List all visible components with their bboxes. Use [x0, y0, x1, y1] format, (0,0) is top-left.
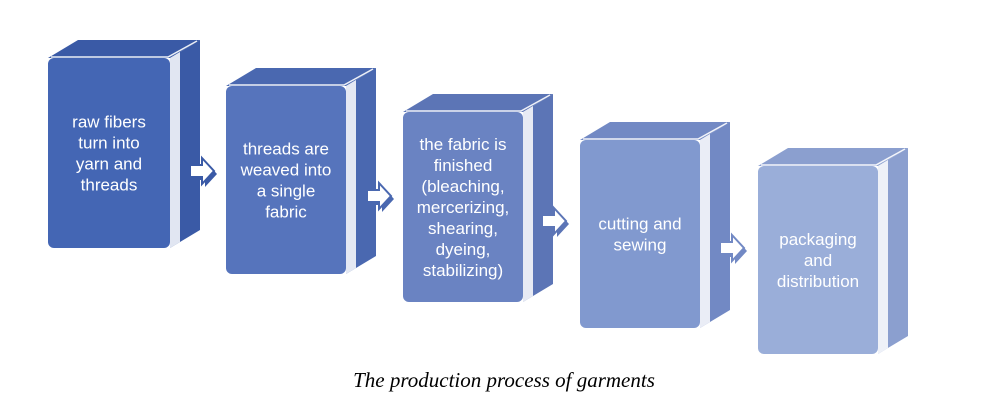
step-text-line: mercerizing, [417, 198, 510, 217]
step-text-line: a single [257, 182, 316, 201]
step-text-line: threads are [243, 140, 329, 159]
right-arrow-icon [541, 205, 569, 237]
step-text-line: cutting and [598, 215, 681, 234]
box-front-face [403, 112, 523, 302]
box-edge-highlight [761, 148, 906, 166]
box-top-face [48, 40, 200, 58]
box-top-face [403, 94, 553, 112]
step-text-line: distribution [777, 272, 859, 291]
process-step-2: threads are weaved into a single fabric [226, 68, 376, 274]
box-bevel-strip [700, 134, 710, 328]
right-arrow-icon [189, 155, 217, 187]
step-text-line: raw fibers [72, 113, 146, 132]
box-bevel-strip [523, 106, 533, 302]
process-step-4: cutting and sewing [580, 122, 730, 328]
process-step-3: the fabric is finished (bleaching, merceriz… [403, 94, 553, 302]
process-step-5: packaging and distribution [758, 148, 908, 354]
box-bevel-strip [346, 80, 356, 274]
box-front-face [580, 140, 700, 328]
box-front-face [226, 86, 346, 274]
step-text-line: dyeing, [436, 240, 491, 259]
arrow-body [366, 180, 393, 212]
arrow-body [189, 155, 216, 187]
box-edge-highlight [51, 40, 198, 58]
step-text-line: the fabric is [420, 135, 507, 154]
box-bevel-strip [170, 52, 180, 248]
right-arrow-icon [719, 232, 747, 264]
step-text-line: turn into [78, 134, 139, 153]
arrow-body [541, 205, 568, 237]
box-top-face [226, 68, 376, 86]
step-text-line: (bleaching, [421, 177, 504, 196]
box-front-face [758, 166, 878, 354]
box-top-face [580, 122, 730, 140]
box-edge-highlight [406, 94, 551, 112]
step-text-line: fabric [265, 203, 307, 222]
step-text-line: shearing, [428, 219, 498, 238]
step-text-line: finished [434, 156, 493, 175]
step-text-line: stabilizing) [423, 261, 503, 280]
box-front-face [48, 58, 170, 248]
step-text-line: threads [81, 176, 138, 195]
step-text-line: yarn and [76, 155, 142, 174]
process-step-1: raw fibers turn into yarn and threads [48, 40, 200, 248]
step-text-line: and [804, 251, 832, 270]
step-text-line: packaging [779, 230, 857, 249]
right-arrow-icon [366, 180, 394, 212]
step-text-line: sewing [614, 236, 667, 255]
box-edge-highlight [229, 68, 374, 86]
box-bevel-strip [878, 160, 888, 354]
arrow-body [719, 232, 746, 264]
box-edge-highlight [583, 122, 728, 140]
box-top-face [758, 148, 908, 166]
step-text-line: weaved into [240, 161, 332, 180]
figure-caption: The production process of garments [353, 368, 655, 392]
